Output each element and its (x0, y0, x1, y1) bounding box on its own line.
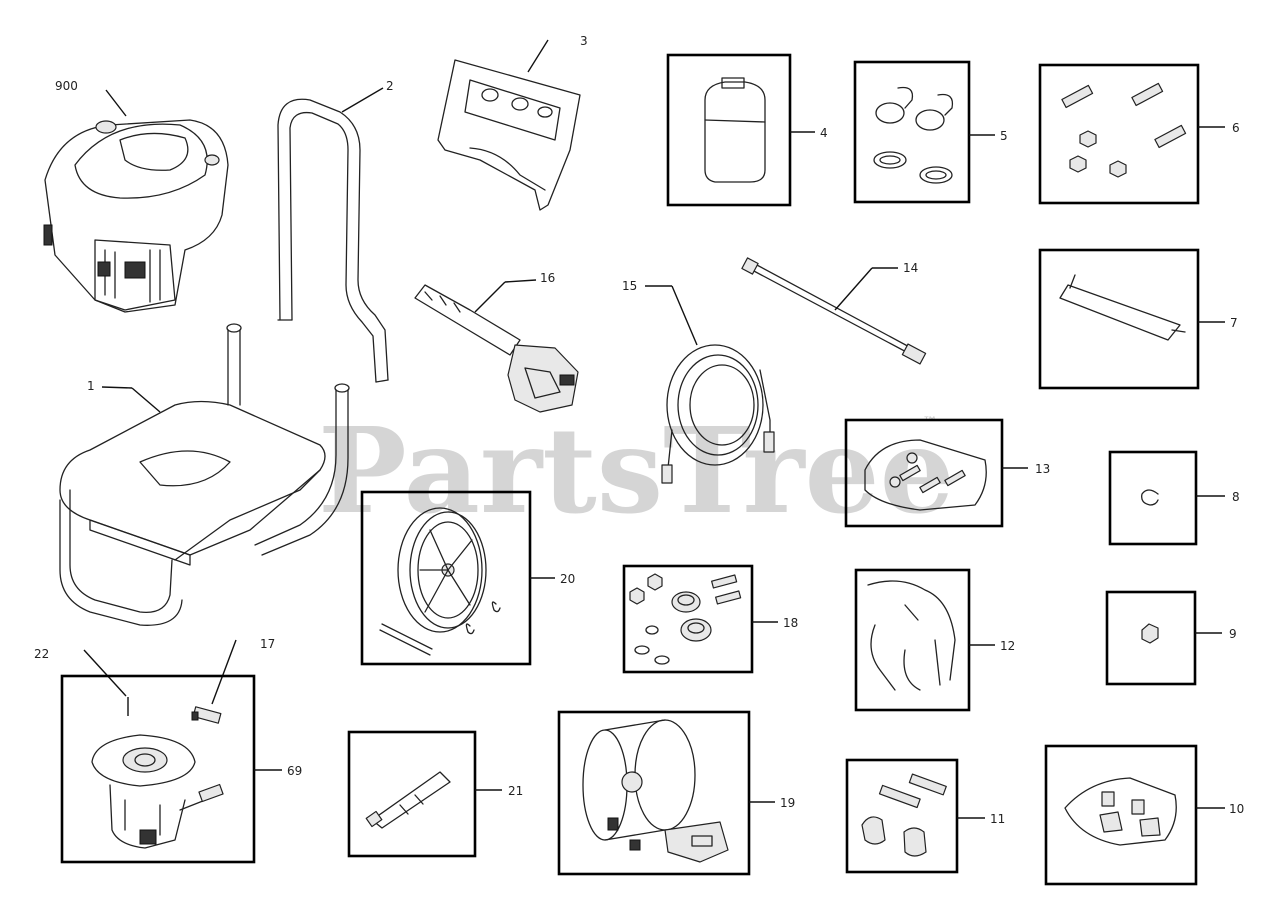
part-hose[interactable] (661, 344, 775, 484)
watermark-text: PartsTree (318, 401, 955, 540)
box-part-19[interactable] (557, 710, 751, 876)
part-engine[interactable] (43, 119, 229, 313)
callout-8: 8 (1232, 490, 1240, 504)
callout-15: 15 (622, 279, 637, 293)
callout-69: 69 (287, 764, 302, 778)
box-part-18[interactable] (622, 564, 754, 674)
callout-10: 10 (1229, 802, 1244, 816)
callout-4: 4 (820, 126, 828, 140)
box-part-13[interactable] (844, 418, 1004, 528)
part-fittings-11 (861, 773, 947, 857)
callout-16: 16 (540, 271, 555, 285)
callout-19: 19 (780, 796, 795, 810)
box-part-4[interactable] (666, 53, 792, 207)
part-e-clip (1141, 489, 1159, 506)
callout-5: 5 (1000, 129, 1008, 143)
callout-6: 6 (1232, 121, 1240, 135)
part-wheel (379, 507, 501, 656)
part-hardware-bag-10 (1064, 777, 1177, 846)
part-frame[interactable] (59, 323, 350, 626)
box-part-5[interactable] (853, 60, 971, 204)
part-hardware-bag-13 (864, 439, 987, 511)
part-plug (1141, 623, 1159, 644)
callout-20: 20 (560, 572, 575, 586)
callout-7: 7 (1230, 316, 1238, 330)
part-handle[interactable] (277, 98, 389, 383)
box-part-11[interactable] (845, 758, 959, 874)
callout-2: 2 (386, 79, 394, 93)
watermark-trademark: ™ (922, 413, 938, 432)
callout-22: 22 (34, 647, 49, 661)
callout-12: 12 (1000, 639, 1015, 653)
callout-11: 11 (990, 812, 1005, 826)
part-tubing (867, 580, 956, 691)
callout-17: 17 (260, 637, 275, 651)
callout-13: 13 (1035, 462, 1050, 476)
box-part-7[interactable] (1038, 248, 1200, 390)
part-fitting[interactable] (191, 706, 222, 724)
part-bracket[interactable] (437, 59, 581, 211)
callout-21: 21 (508, 784, 523, 798)
part-bolts-and-nuts (1061, 82, 1187, 178)
callout-18: 18 (783, 616, 798, 630)
box-part-12[interactable] (854, 568, 971, 712)
callout-14: 14 (903, 261, 918, 275)
part-hose-reel (582, 719, 729, 863)
part-clip (1059, 274, 1186, 341)
part-nozzle (365, 771, 451, 829)
box-part-9[interactable] (1105, 590, 1197, 686)
callout-9: 9 (1229, 627, 1237, 641)
callout-3: 3 (580, 34, 588, 48)
box-part-8[interactable] (1108, 450, 1198, 546)
part-caps-and-washers (873, 86, 954, 184)
part-pump (91, 734, 224, 849)
box-part-69[interactable] (60, 674, 256, 864)
part-bearings-and-hardware (629, 573, 742, 665)
box-part-21[interactable] (347, 730, 477, 858)
callout-900: 900 (55, 79, 78, 93)
part-spray-gun[interactable] (414, 284, 579, 413)
callout-1: 1 (87, 379, 95, 393)
part-wand[interactable] (741, 257, 927, 365)
part-oil-bottle (704, 77, 766, 183)
box-part-10[interactable] (1044, 744, 1198, 886)
box-part-6[interactable] (1038, 63, 1200, 205)
